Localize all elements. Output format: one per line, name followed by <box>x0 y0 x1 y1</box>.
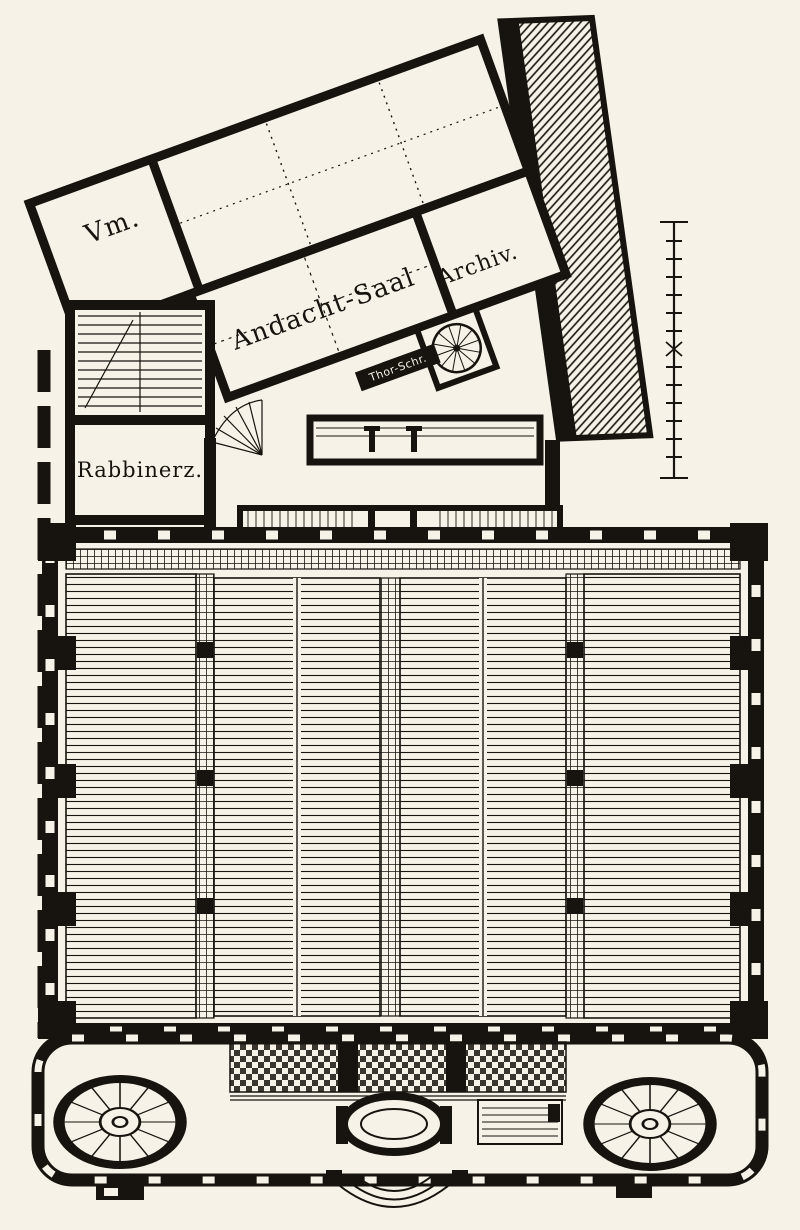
side-steps-pier <box>548 1104 560 1122</box>
pilaster <box>730 636 748 670</box>
vestibule-wall-rustication <box>34 1034 766 1184</box>
scale-bar-ticks <box>660 221 688 479</box>
apse-east-wall <box>545 440 560 522</box>
spiral-stair-upper <box>413 304 501 392</box>
lower-step-balusters <box>247 511 553 529</box>
spiral-right-newel <box>641 1118 659 1130</box>
wing-connector-wall <box>204 438 216 530</box>
spiral-stair-upper-treads <box>432 324 481 372</box>
aisle-center <box>379 577 401 1017</box>
plinth-left-notch <box>104 1188 118 1196</box>
pilaster <box>730 892 748 926</box>
spiral-left-well <box>98 1107 142 1137</box>
plinth-left <box>96 1184 144 1200</box>
plinth-right <box>616 1186 652 1198</box>
archiv-partition-wall <box>412 212 457 315</box>
entrance-oval <box>336 1092 452 1156</box>
andacht-dotted-axes <box>213 257 430 352</box>
aisle-right <box>565 573 585 1019</box>
spiral-right-well <box>628 1109 672 1139</box>
column <box>197 898 213 914</box>
spiral-left-newel <box>111 1116 129 1128</box>
wall-pilasters <box>58 636 748 926</box>
fan-stair <box>211 399 263 456</box>
checker-floor <box>229 1041 567 1093</box>
column <box>197 770 213 786</box>
spiral-stair-right <box>583 1077 717 1171</box>
spiral-stair-left <box>53 1075 187 1169</box>
aisle-left <box>195 573 215 1019</box>
vestibule <box>31 1031 769 1187</box>
pilaster <box>730 764 748 798</box>
scale-bar <box>660 221 688 479</box>
checker-floor-pier-right <box>446 1042 466 1092</box>
door-posts <box>326 1170 468 1184</box>
pilaster <box>58 892 76 926</box>
scale-bar-cross-mark <box>665 341 683 357</box>
column <box>567 898 583 914</box>
stair-treads <box>78 312 202 412</box>
pew-bank-right-outer <box>583 573 741 1019</box>
door-post-right <box>452 1170 468 1184</box>
facade-plinths <box>96 1184 652 1200</box>
hall-columns <box>197 642 583 914</box>
main-hall <box>38 523 768 1039</box>
spiral-stair-upper-newel <box>453 344 461 352</box>
column <box>567 642 583 658</box>
upper-rooms-dotted-axis <box>180 106 500 224</box>
ark-supports-lower <box>363 506 422 530</box>
upper-rooms-dotted-partitions <box>265 82 424 245</box>
side-steps <box>477 1099 563 1145</box>
portal-pier-right <box>440 1106 452 1144</box>
ark-supports-upper <box>364 426 422 452</box>
checker-floor-pier-left <box>338 1042 358 1092</box>
door-post-left <box>326 1170 342 1184</box>
neighbor-hatch-band <box>497 14 654 442</box>
label-rabbinerz: Rabbinerz. <box>77 458 203 482</box>
pew-bank-left-outer <box>65 573 197 1019</box>
column <box>197 642 213 658</box>
apse-platform <box>306 414 544 466</box>
portal-pier-left <box>336 1106 348 1144</box>
entrance-steps <box>339 1175 449 1208</box>
column <box>567 770 583 786</box>
apse-step-lines <box>316 427 534 437</box>
hall-top-gallery-band <box>65 548 741 570</box>
pilaster <box>58 636 76 670</box>
pilaster <box>58 764 76 798</box>
